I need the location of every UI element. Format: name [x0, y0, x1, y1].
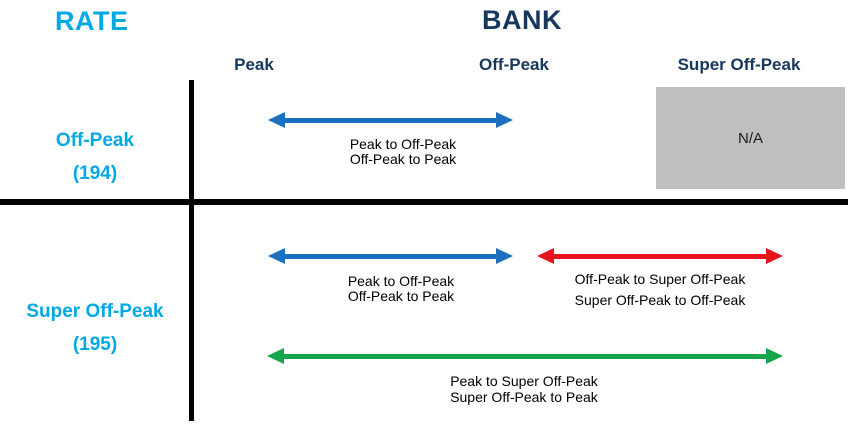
caption-line: Super Off-Peak to Peak [450, 389, 598, 405]
column-header-super-offpeak: Super Off-Peak [677, 55, 801, 74]
bank-axis-title: BANK [482, 5, 562, 35]
arrow-shaft [550, 254, 770, 259]
column-header-peak: Peak [234, 55, 274, 74]
double-arrow-row2-peak-superoffpeak [267, 348, 783, 365]
double-arrow-row2-peak-offpeak [268, 248, 513, 265]
row-label-offpeak: Off-Peak (194) [0, 130, 190, 185]
caption-row2-offpeak-superoffpeak: Off-Peak to Super Off-Peak Super Off-Pea… [537, 269, 783, 311]
arrow-shaft [281, 118, 500, 123]
caption-row1-peak-offpeak: Peak to Off-Peak Off-Peak to Peak [300, 137, 506, 167]
na-cell-label: N/A [737, 129, 763, 147]
row-label-super-offpeak-name: Super Off-Peak [26, 301, 164, 322]
vertical-divider-line [189, 80, 194, 421]
double-arrow-row2-offpeak-superoffpeak [537, 248, 783, 265]
caption-row2-peak-offpeak: Peak to Off-Peak Off-Peak to Peak [298, 274, 504, 304]
caption-row2-peak-superoffpeak: Peak to Super Off-Peak Super Off-Peak to… [394, 373, 654, 405]
rate-axis-title: RATE [55, 6, 129, 36]
row-label-offpeak-name: Off-Peak [55, 130, 135, 151]
horizontal-divider-line [0, 199, 848, 205]
caption-line: Off-Peak to Super Off-Peak [574, 271, 746, 287]
row-label-offpeak-code: (194) [72, 163, 118, 184]
caption-line: Peak to Super Off-Peak [450, 373, 598, 389]
double-arrow-row1-peak-offpeak [268, 112, 513, 129]
caption-line: Off-Peak to Peak [347, 288, 455, 304]
arrow-shaft [280, 354, 770, 359]
caption-line: Off-Peak to Peak [349, 151, 457, 167]
caption-line: Peak to Off-Peak [349, 136, 457, 152]
row-label-super-offpeak: Super Off-Peak (195) [0, 301, 190, 356]
caption-line: Peak to Off-Peak [347, 273, 455, 289]
column-header-offpeak: Off-Peak [479, 55, 549, 74]
na-cell-box: N/A [656, 87, 845, 189]
arrow-shaft [281, 254, 500, 259]
caption-line: Super Off-Peak to Off-Peak [574, 292, 746, 308]
row-label-super-offpeak-code: (195) [72, 334, 118, 355]
